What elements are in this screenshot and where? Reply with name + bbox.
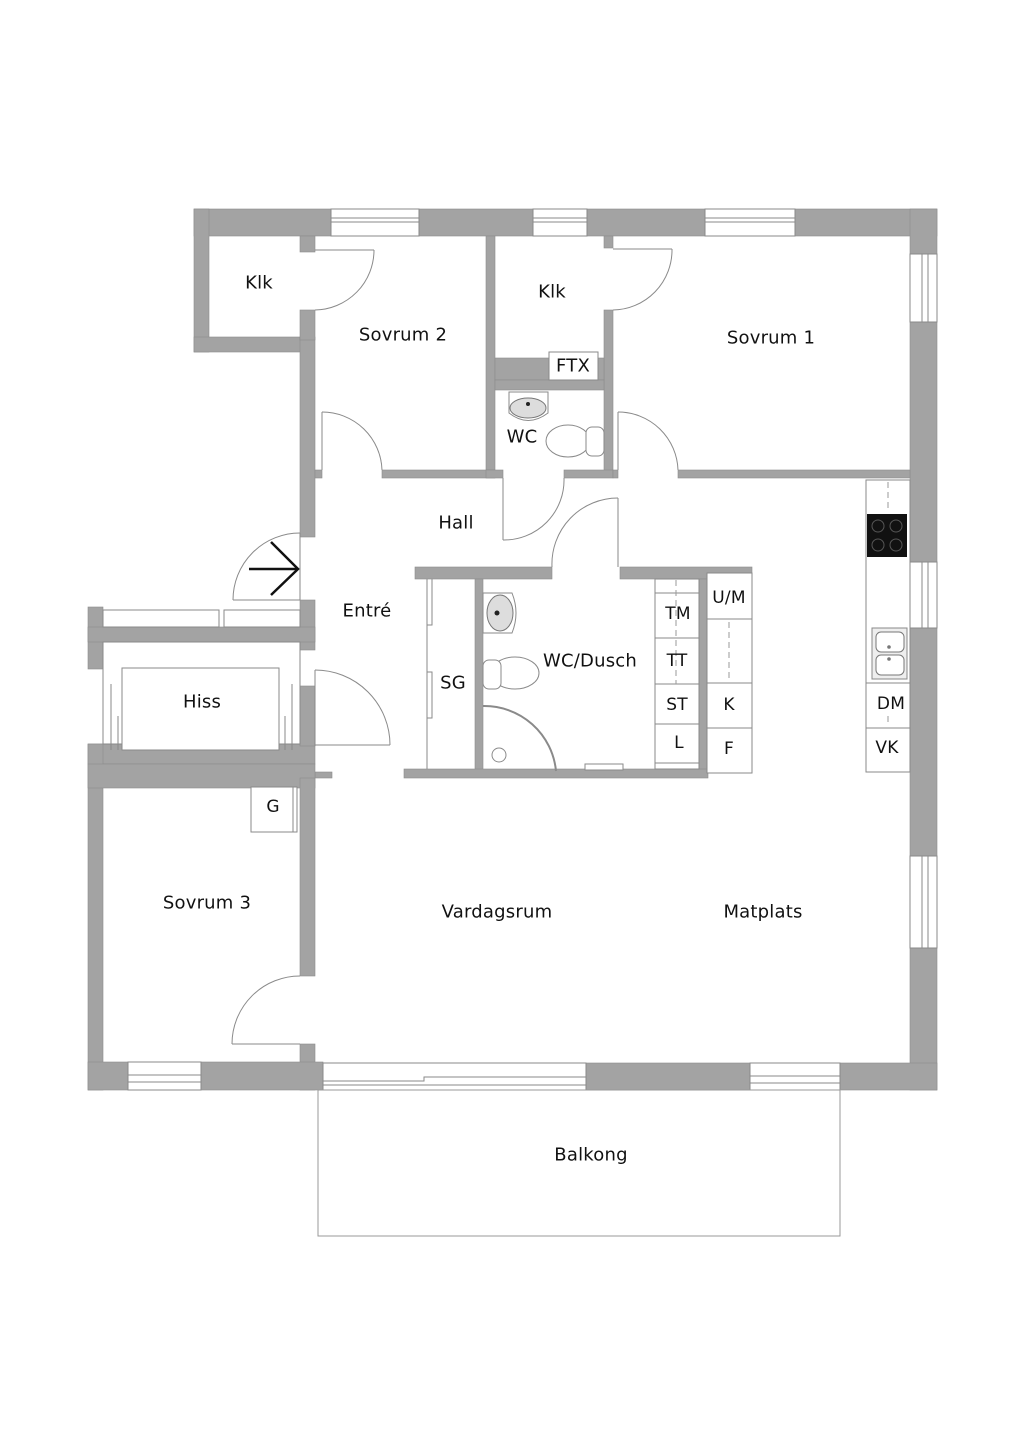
room-label-klk-left: Klk xyxy=(245,272,273,294)
floor-drain-icon xyxy=(491,747,507,763)
toilet-icon xyxy=(545,424,591,458)
room-label-sg: SG xyxy=(440,672,466,694)
laundry-label-l: L xyxy=(674,733,684,753)
room-label-klk-mid: Klk xyxy=(538,281,566,303)
laundry-label-tt: TT xyxy=(666,651,688,671)
sink-icon xyxy=(871,627,908,680)
room-label-vardagsrum: Vardagsrum xyxy=(441,901,553,923)
room-label-ftx: FTX xyxy=(556,355,590,377)
room-label-matplats: Matplats xyxy=(723,901,803,923)
room-label-sovrum-1: Sovrum 1 xyxy=(726,327,816,349)
kitchen-units-inner xyxy=(706,572,753,774)
stove-icon xyxy=(867,514,907,557)
room-label-wc-dusch: WC/Dusch xyxy=(543,650,637,672)
kitchen-label-f: F xyxy=(724,739,734,759)
entrance-arrow-icon xyxy=(249,541,300,596)
bathroom-fixtures xyxy=(482,391,624,771)
kitchen-label-dm: DM xyxy=(876,694,906,714)
g-box xyxy=(250,786,298,833)
laundry-column xyxy=(654,578,700,770)
interior-walls xyxy=(314,235,911,779)
outer-walls xyxy=(87,208,938,1091)
room-label-wc: WC xyxy=(506,426,538,448)
kitchen-label-k: K xyxy=(723,695,735,715)
kitchen-label-vk: VK xyxy=(875,738,899,758)
closet-label-g: G xyxy=(266,797,280,817)
windows xyxy=(102,208,938,1091)
balcony-outline xyxy=(317,1089,841,1237)
room-label-sovrum-2: Sovrum 2 xyxy=(358,324,448,346)
room-label-entre: Entré xyxy=(342,600,392,622)
ftx-box xyxy=(548,351,599,381)
kitchen-label-um: U/M xyxy=(712,588,746,608)
washbasin-icon xyxy=(509,397,547,419)
room-label-balkong: Balkong xyxy=(554,1144,628,1166)
doors xyxy=(231,248,679,1045)
laundry-label-tm: TM xyxy=(665,604,691,624)
room-label-hiss: Hiss xyxy=(182,691,222,713)
sg-closet xyxy=(426,579,433,769)
room-label-sovrum-3: Sovrum 3 xyxy=(162,892,252,914)
kitchen-counter xyxy=(865,479,911,773)
elevator-car xyxy=(102,641,301,751)
room-label-hall: Hall xyxy=(438,512,474,534)
laundry-label-st: ST xyxy=(666,695,688,715)
